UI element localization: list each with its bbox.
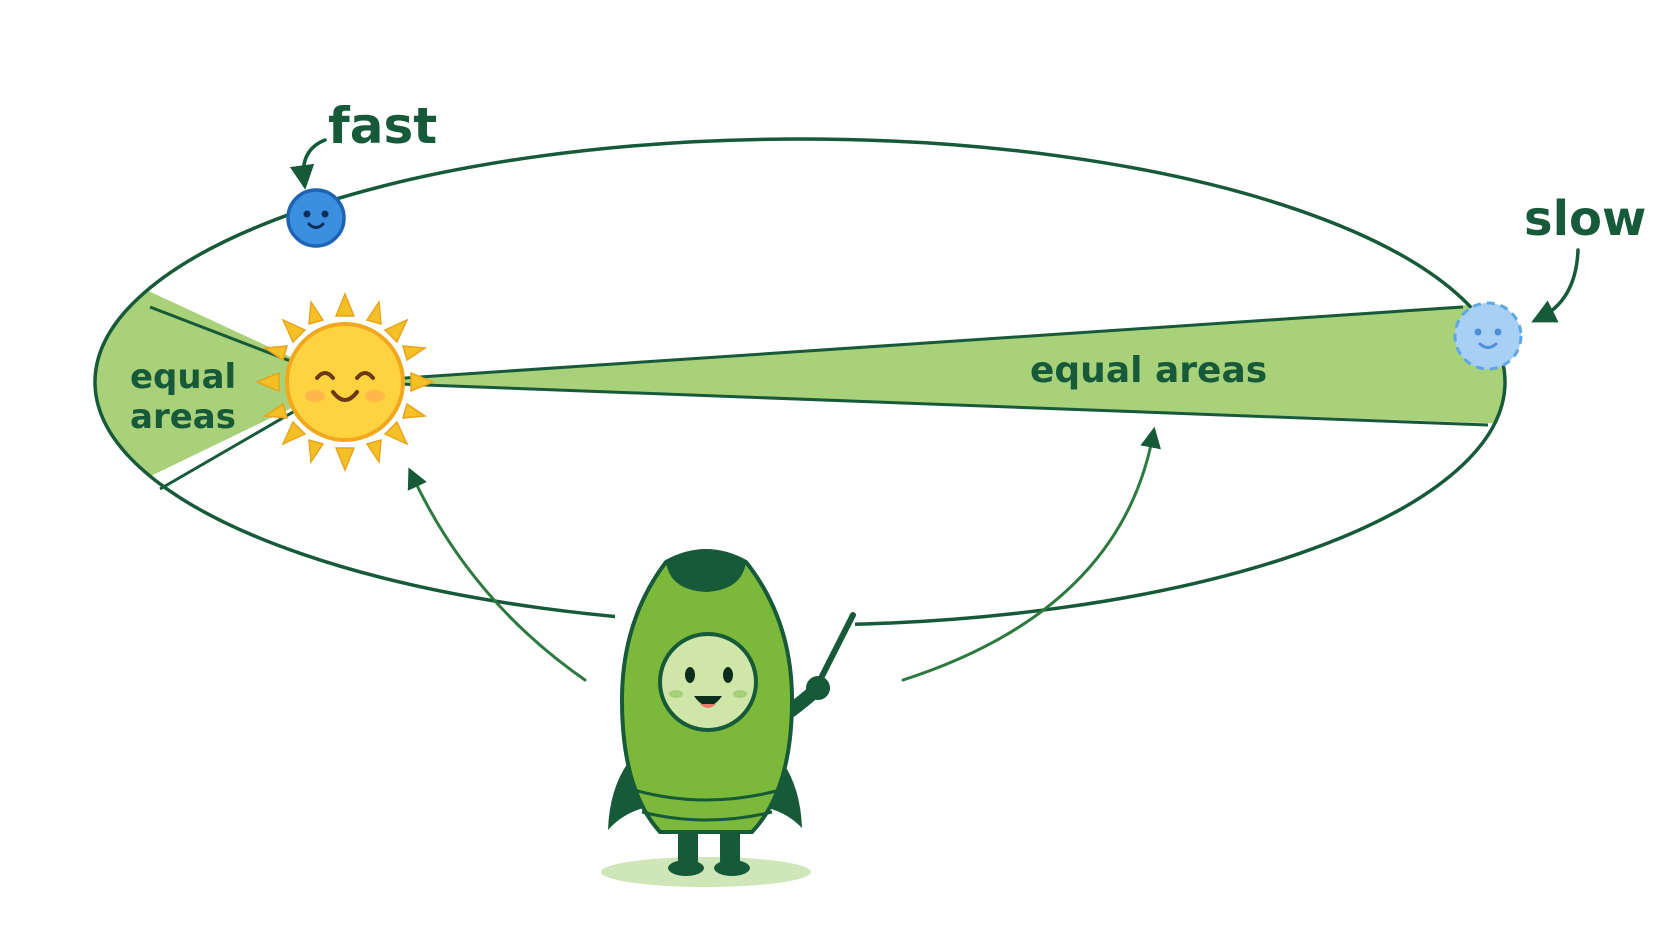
left-equal-area-sector	[95, 250, 345, 520]
slow-label: slow	[1524, 191, 1646, 247]
mascot-shadow	[601, 857, 811, 887]
svg-text:equal: equal	[130, 357, 236, 397]
slow-arrow	[1531, 248, 1580, 323]
arrow-to-right-area	[901, 426, 1161, 682]
planet-slow-icon	[1453, 301, 1523, 371]
fast-arrow	[289, 138, 327, 190]
smiling-sun-icon	[255, 292, 435, 472]
right-area-label: equal areas	[1030, 350, 1267, 391]
planet-fast-icon	[286, 188, 346, 248]
left-area-label: equal areas	[130, 357, 236, 437]
pointer-stick	[812, 612, 856, 693]
fast-label: fast	[328, 97, 437, 155]
svg-text:areas: areas	[130, 397, 236, 437]
rocket-nose	[666, 550, 746, 592]
right-equal-area-sector	[345, 300, 1505, 425]
rocket-window	[658, 632, 758, 732]
arrow-to-sun	[407, 467, 587, 682]
rocket-mascot	[601, 549, 856, 887]
